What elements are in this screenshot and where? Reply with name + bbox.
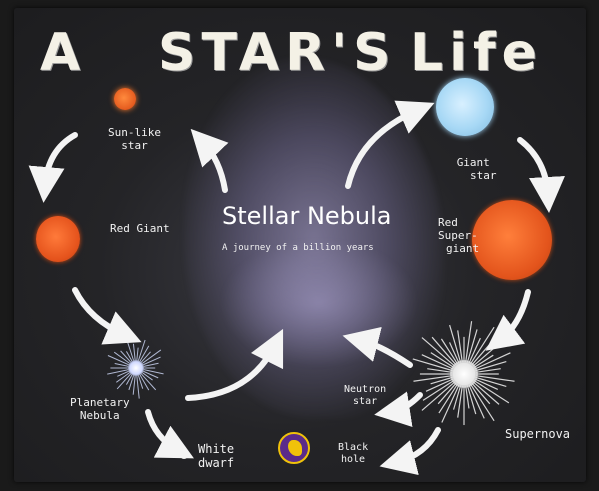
author-badge-icon <box>278 432 310 464</box>
arrow-nebula-to-sun-like-star <box>190 128 229 193</box>
arrow-giant-star-to-red-super-giant <box>517 137 565 213</box>
center-heading: Stellar Nebula <box>222 202 392 230</box>
arrow-nebula-to-giant-star <box>345 100 435 189</box>
arrow-red-giant-to-planetary-nebula <box>72 287 142 345</box>
title-part-3: Life <box>410 23 543 83</box>
arrow-planetary-nebula-to-white-dwarf <box>145 409 194 459</box>
label-red-giant: Red Giant <box>110 222 170 235</box>
arrow-supernova-to-black-hole <box>379 427 441 476</box>
supernova-core-icon <box>450 360 478 388</box>
arrow-red-super-giant-to-supernova <box>485 289 531 351</box>
title-part-1: A <box>40 23 87 83</box>
planetary-nebula-core-icon <box>128 360 144 376</box>
supernova-burst-icon <box>412 321 515 426</box>
giant-star-icon <box>436 78 494 136</box>
arrow-supernova-to-nebula <box>342 326 413 368</box>
poster-title: A STAR'S Life <box>40 18 540 88</box>
sun-like-star-icon <box>114 88 136 110</box>
label-supernova: Supernova <box>505 427 571 441</box>
arrow-planetary-nebula-to-nebula <box>185 328 284 401</box>
arrow-sun-like-star-to-red-giant <box>28 132 78 203</box>
title-part-2: STAR'S <box>158 23 397 83</box>
badge-figure-icon <box>288 440 302 456</box>
red-giant-icon <box>36 216 80 262</box>
planetary-nebula-burst-icon <box>107 339 164 399</box>
red-super-giant-icon <box>472 200 552 280</box>
arrow-supernova-to-neutron-star <box>374 391 423 428</box>
center-subtitle: A journey of a billion years <box>222 243 374 253</box>
